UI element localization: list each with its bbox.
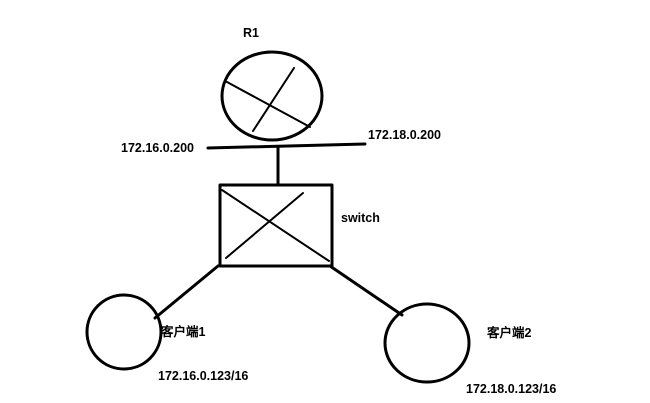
client1-node bbox=[85, 293, 163, 371]
router-r1 bbox=[220, 50, 324, 142]
router-left-ip: 172.16.0.200 bbox=[121, 141, 194, 155]
switch-device bbox=[218, 183, 334, 268]
client2-ip: 172.18.0.123/16 bbox=[466, 382, 556, 396]
switch-client1-link bbox=[153, 264, 220, 320]
router-label: R1 bbox=[243, 26, 259, 40]
client2-node bbox=[383, 302, 471, 384]
switch-body bbox=[218, 183, 334, 268]
switch-cross-line-1 bbox=[221, 189, 330, 262]
switch-client2-link bbox=[328, 264, 404, 317]
client2-label: 客户端2 bbox=[486, 325, 532, 340]
router-body bbox=[220, 50, 324, 142]
router-interface-line bbox=[206, 142, 367, 150]
client1-label: 客户端1 bbox=[160, 324, 206, 339]
router-cross-line-1 bbox=[226, 81, 311, 128]
client1-ip: 172.16.0.123/16 bbox=[158, 369, 248, 383]
router-right-ip: 172.18.0.200 bbox=[368, 128, 441, 142]
router-cross-line-2 bbox=[252, 67, 295, 132]
switch-label: switch bbox=[341, 211, 380, 225]
switch-cross-line-2 bbox=[225, 192, 304, 259]
